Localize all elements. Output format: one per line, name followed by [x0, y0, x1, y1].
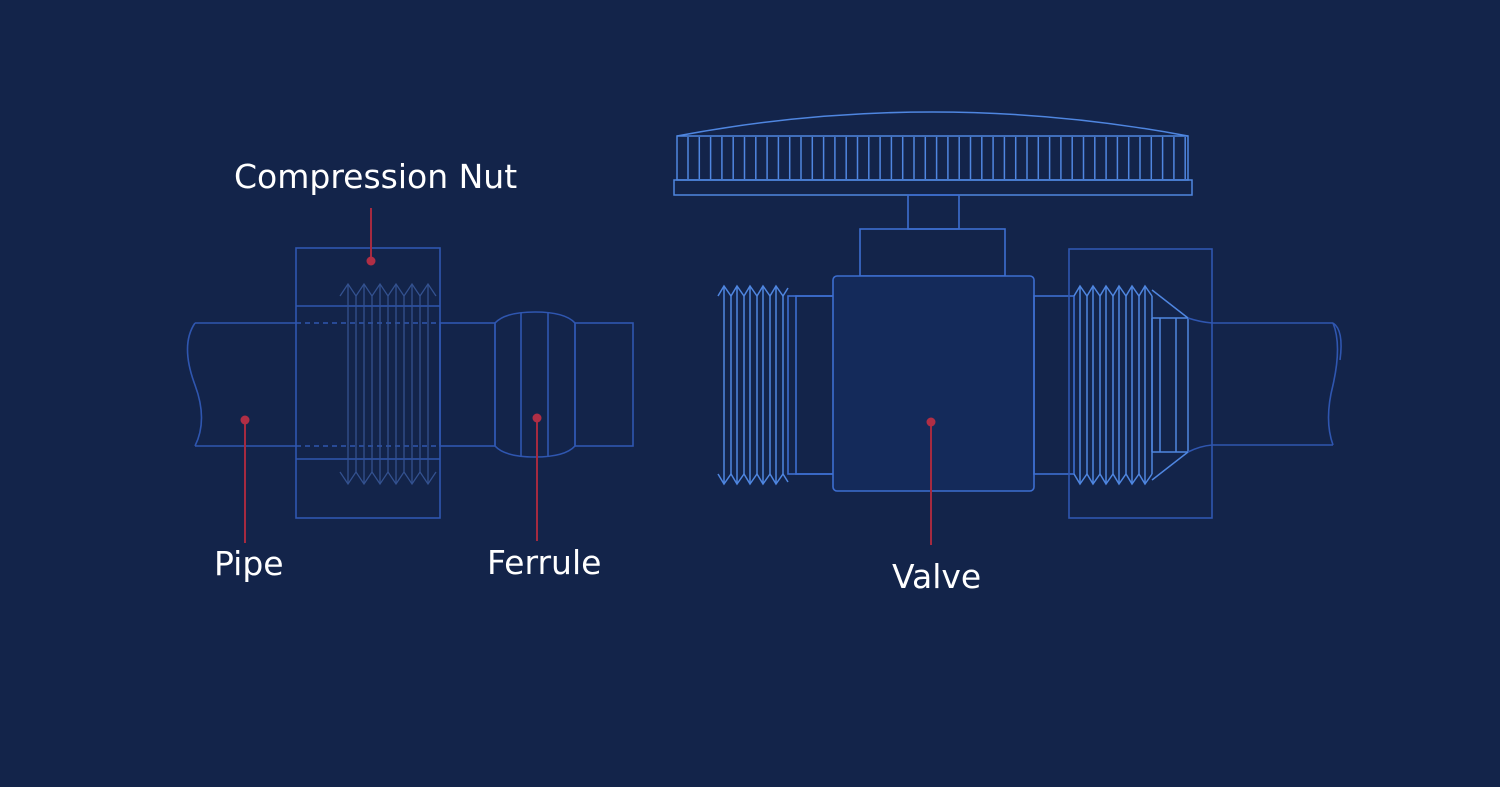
valve-handle [673, 111, 1193, 277]
compression-nut [295, 247, 441, 519]
valve-body [832, 275, 1075, 492]
compression-nut-right [1068, 248, 1213, 519]
label-pipe: Pipe [214, 544, 284, 583]
valve-left-thread [717, 284, 835, 486]
right-pipe [1187, 317, 1342, 453]
label-valve: Valve [892, 557, 982, 596]
leader-ferrule [532, 413, 542, 541]
ferrule [494, 311, 634, 458]
leader-pipe [240, 415, 250, 543]
leader-compression-nut [366, 208, 376, 266]
label-ferrule: Ferrule [487, 543, 602, 582]
label-compression-nut: Compression Nut [234, 157, 518, 196]
leader-valve [926, 417, 936, 545]
pipe [186, 322, 496, 447]
